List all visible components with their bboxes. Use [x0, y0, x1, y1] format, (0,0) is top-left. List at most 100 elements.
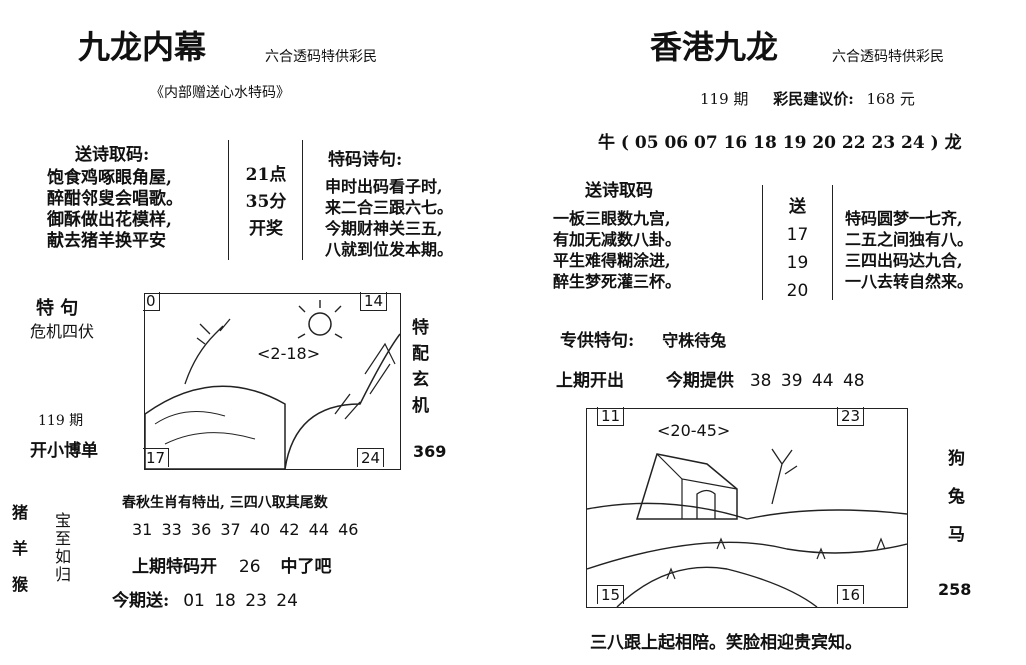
today-send-numbers: 01 18 23 24 — [183, 591, 298, 611]
special-phrase: 守株待兔 — [662, 331, 727, 350]
last-open-number: 26 — [238, 557, 261, 577]
today-send-label: 今期送: — [112, 591, 170, 611]
left-poem: 饱食鸡啄眼角屋, 醉酣邻叟会唱歌。 御酥做出花模样, 献去猪羊换平安 — [47, 168, 183, 252]
right-period: 119 期 — [700, 90, 749, 108]
special-phrase-label: 专供特句: — [560, 331, 635, 351]
picture-number-bottom-right: 24 — [357, 448, 385, 467]
side-char: 配 — [412, 344, 429, 364]
today-send: 今期送: 01 18 23 24 — [112, 586, 298, 611]
poem-line: 一板三眼数九宫, — [553, 209, 671, 228]
treasure-char: 至 — [55, 529, 72, 548]
animal-char: 马 — [948, 525, 965, 545]
picture-number-top-right: 23 — [837, 407, 865, 426]
poem-line: 平生难得糊涂进, — [553, 251, 671, 270]
right-bottom-line: 三八跟上起相陪。笑脸相迎贵宾知。 — [590, 633, 862, 653]
poem-line: 有加无减数八卦。 — [553, 230, 682, 249]
treasure-char: 宝 — [55, 511, 72, 530]
left-side-text: 特 配 玄 机 — [412, 315, 429, 419]
picture-number-top-left: 11 — [597, 407, 625, 426]
draw-time: 21点 35分 开奖 — [230, 162, 302, 243]
special-poem: 申时出码看子时, 来二合三跟六七。 今期财神关三五, 八就到位发本期。 — [325, 176, 453, 260]
left-subtitle: 六合透码特供彩民 — [265, 49, 377, 65]
side-char: 机 — [412, 396, 429, 416]
price-value: 168 元 — [866, 90, 915, 108]
divider — [762, 185, 763, 300]
right-side-animals: 狗 兔 马 — [948, 440, 965, 554]
picture-range: <2-18> — [257, 344, 321, 363]
special-poem-heading: 特码诗句: — [328, 150, 403, 170]
divider — [228, 140, 229, 260]
animal-char: 猴 — [12, 575, 29, 594]
left-side-number: 369 — [413, 442, 447, 461]
special-poem-line: 三四出码达九合, — [845, 251, 963, 270]
special-phrase: 危机四伏 — [30, 322, 95, 341]
special-phrase-label: 特 句 — [36, 298, 79, 319]
left-open-note: 开小博单 — [30, 441, 98, 461]
special-poem-line: 特码圆梦一七齐, — [845, 209, 963, 228]
left-title: 九龙内幕 — [78, 28, 207, 66]
poem-line: 御酥做出花模样, — [47, 210, 172, 230]
divider — [302, 140, 303, 260]
poem-line: 饱食鸡啄眼角屋, — [47, 168, 172, 188]
landscape-illustration — [145, 300, 400, 469]
special-poem-line: 来二合三跟六七。 — [325, 198, 454, 217]
treasure-char: 归 — [55, 565, 72, 584]
left-poem-heading: 送诗取码: — [75, 145, 150, 165]
draw-time-hour: 21点 — [245, 165, 287, 185]
ox-dragon-line: 牛 ( 05 06 07 16 18 19 20 22 23 24 ) 龙 — [598, 133, 962, 153]
right-poem: 一板三眼数九宫, 有加无减数八卦。 平生难得糊涂进, 醉生梦死灌三杯。 — [553, 208, 681, 292]
right-picture: 11 23 15 16 <20-45> — [586, 407, 908, 608]
last-open: 上期特码开 26 中了吧 — [132, 552, 331, 577]
send-number: 19 — [786, 253, 809, 273]
tail-note: 春秋生肖有特出, 三四八取其尾数 — [122, 495, 328, 511]
send-label: 送 — [789, 197, 806, 217]
special-poem-line: 二五之间独有八。 — [845, 230, 974, 249]
poem-line: 献去猪羊换平安 — [47, 231, 166, 251]
treasure-column: 宝 至 如 归 — [55, 512, 71, 584]
poem-line: 醉生梦死灌三杯。 — [553, 272, 682, 291]
divider — [832, 185, 833, 300]
right-special-poem: 特码圆梦一七齐, 二五之间独有八。 三四出码达九合, 一八去转自然来。 — [845, 208, 973, 292]
left-period: 119 期 — [38, 413, 84, 429]
animal-char: 兔 — [948, 487, 965, 507]
picture-number-bottom-right: 16 — [837, 585, 865, 604]
special-poem-line: 今期财神关三五, — [325, 219, 443, 238]
right-special-phrase: 专供特句: 守株待兔 — [560, 326, 726, 351]
right-title: 香港九龙 — [650, 28, 779, 66]
right-offer-line: 上期开出 今期提供 38 39 44 48 — [556, 366, 865, 391]
farmhouse-illustration — [587, 448, 907, 607]
draw-time-minute: 35分 — [245, 192, 287, 212]
last-open-result: 中了吧 — [280, 557, 332, 577]
animal-column: 猪 羊 猴 — [12, 495, 28, 603]
animal-char: 猪 — [12, 503, 29, 522]
price-label: 彩民建议价: — [773, 90, 854, 108]
right-poem-heading: 送诗取码 — [585, 181, 653, 201]
special-poem-line: 八就到位发本期。 — [325, 240, 454, 259]
animal-char: 羊 — [12, 539, 29, 558]
picture-range: <20-45> — [657, 421, 731, 440]
today-offer-label: 今期提供 — [665, 371, 734, 391]
treasure-char: 如 — [55, 547, 72, 566]
send-numbers: 送 17 19 20 — [770, 193, 825, 305]
special-poem-line: 一八去转自然来。 — [845, 272, 974, 291]
left-note: 《内部赠送心水特码》 — [150, 85, 290, 101]
today-offer-numbers: 38 39 44 48 — [749, 371, 865, 391]
send-number: 20 — [786, 281, 809, 301]
side-char: 玄 — [412, 370, 429, 390]
special-poem-line: 申时出码看子时, — [325, 177, 443, 196]
left-picture: 0 14 17 24 <2-18> — [143, 292, 401, 470]
last-open-label: 上期开出 — [556, 371, 624, 391]
poem-line: 醉酣邻叟会唱歌。 — [47, 189, 183, 209]
number-list: 31 33 36 37 40 42 44 46 — [132, 520, 359, 539]
draw-time-label: 开奖 — [249, 219, 283, 239]
right-subtitle: 六合透码特供彩民 — [832, 49, 944, 65]
right-price-line: 119 期 彩民建议价: 168 元 — [700, 88, 915, 109]
picture-number-top-right: 14 — [360, 292, 388, 311]
picture-number-bottom-left: 15 — [597, 585, 625, 604]
animal-char: 狗 — [948, 449, 965, 469]
send-number: 17 — [786, 225, 809, 245]
picture-number-bottom-left: 17 — [143, 448, 170, 467]
side-char: 特 — [412, 318, 429, 338]
last-open-label: 上期特码开 — [132, 557, 217, 577]
picture-number-top-left: 0 — [143, 292, 160, 311]
